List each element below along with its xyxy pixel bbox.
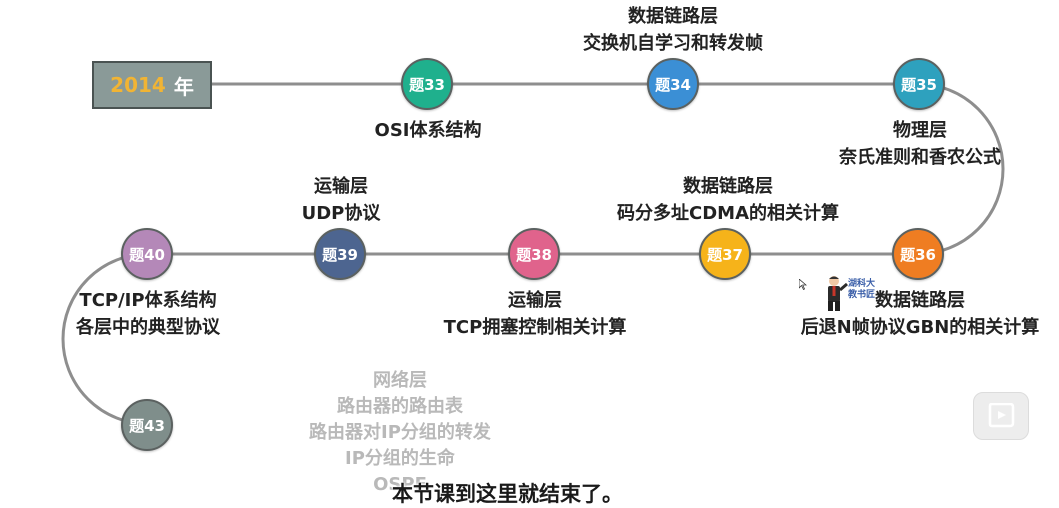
caption-q36: 数据链路层 后退N帧协议GBN的相关计算: [801, 287, 1040, 341]
caption-line: TCP拥塞控制相关计算: [443, 317, 627, 338]
caption-q37: 数据链路层 码分多址CDMA的相关计算: [617, 173, 839, 227]
node-q36[interactable]: 题36: [892, 228, 944, 280]
watermark-line: 教书匠: [848, 290, 876, 300]
cursor-icon: [799, 279, 807, 290]
node-q33[interactable]: 题33: [401, 58, 453, 110]
caption-line: 数据链路层: [683, 176, 773, 197]
caption-q38: 运输层 TCP拥塞控制相关计算: [444, 287, 627, 341]
node-label: 题33: [409, 75, 445, 94]
caption-line: 交换机自学习和转发帧: [583, 33, 763, 54]
teacher-figure-icon: [828, 276, 848, 311]
caption-line: 各层中的典型协议: [76, 317, 220, 338]
caption-line: 后退N帧协议GBN的相关计算: [800, 317, 1040, 338]
year-unit: 年: [173, 74, 194, 99]
video-play-button[interactable]: [973, 392, 1029, 440]
caption-line: 运输层: [314, 176, 368, 197]
preview-line: OSPF: [373, 474, 427, 495]
node-label: 题36: [900, 245, 936, 264]
caption-line: TCP/IP体系结构: [79, 290, 217, 311]
year-number: 2014: [110, 73, 166, 97]
next-topic-preview: 网络层 路由器的路由表 路由器对IP分组的转发 IP分组的生命 OSPF: [270, 368, 530, 498]
node-q43[interactable]: 题43: [121, 399, 173, 451]
node-q40[interactable]: 题40: [121, 228, 173, 280]
caption-line: OSI体系结构: [374, 120, 482, 141]
caption-q40: TCP/IP体系结构 各层中的典型协议: [76, 287, 220, 341]
node-label: 题34: [655, 75, 691, 94]
node-q34[interactable]: 题34: [647, 58, 699, 110]
node-label: 题38: [516, 245, 552, 264]
caption-line: 运输层: [508, 290, 562, 311]
preview-line: 路由器对IP分组的转发: [309, 422, 491, 443]
node-label: 题43: [129, 416, 165, 435]
caption-q34: 数据链路层 交换机自学习和转发帧: [583, 3, 763, 57]
preview-line: 路由器的路由表: [337, 396, 463, 417]
caption-line: 物理层: [893, 120, 947, 141]
caption-line: 码分多址CDMA的相关计算: [617, 203, 839, 224]
caption-q39: 运输层 UDP协议: [302, 173, 381, 227]
caption-q35: 物理层 奈氏准则和香农公式: [839, 117, 1001, 171]
watermark-line: 湖科大: [848, 279, 876, 289]
node-q35[interactable]: 题35: [893, 58, 945, 110]
caption-q33: OSI体系结构: [375, 117, 482, 144]
caption-line: 奈氏准则和香农公式: [839, 147, 1001, 168]
node-label: 题39: [322, 245, 358, 264]
node-label: 题40: [129, 245, 165, 264]
node-q39[interactable]: 题39: [314, 228, 366, 280]
video-subtitle: 本节课到这里就结束了。: [392, 482, 623, 506]
node-label: 题35: [901, 75, 937, 94]
watermark-label: 湖科大 教书匠: [848, 279, 875, 301]
caption-line: UDP协议: [301, 203, 381, 224]
play-icon: [988, 403, 1015, 428]
preview-line: IP分组的生命: [345, 448, 455, 469]
node-q37[interactable]: 题37: [699, 228, 751, 280]
node-label: 题37: [707, 245, 743, 264]
caption-line: 数据链路层: [875, 290, 965, 311]
preview-line: 网络层: [373, 370, 427, 391]
caption-line: 数据链路层: [628, 6, 718, 27]
year-badge: 2014 年: [92, 61, 212, 109]
node-q38[interactable]: 题38: [508, 228, 560, 280]
